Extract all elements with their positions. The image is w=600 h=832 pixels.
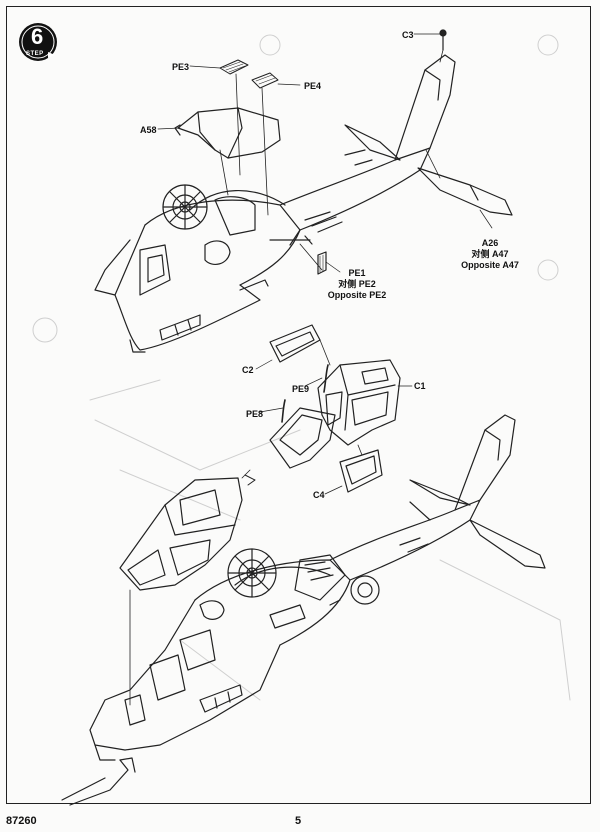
step-badge-icon <box>19 23 57 61</box>
label-a26: A26 <box>481 238 499 248</box>
page-number: 5 <box>295 815 302 827</box>
label-a26-opposite-en: Opposite A47 <box>461 260 519 270</box>
label-pe9: PE9 <box>292 384 310 394</box>
label-pe1: PE1 <box>348 268 366 278</box>
background-ghost-print <box>32 34 571 701</box>
upper-helicopter <box>94 29 513 353</box>
label-c2: C2 <box>242 365 254 375</box>
kit-code: 87260 <box>6 815 37 827</box>
label-a58: A58 <box>140 125 157 135</box>
label-pe4: PE4 <box>304 81 322 91</box>
canopy-parts <box>269 324 401 493</box>
lower-helicopter <box>61 414 546 806</box>
label-a26-opposite-cn: 对侧 A47 <box>471 249 509 259</box>
page-frame <box>6 6 591 804</box>
label-pe3: PE3 <box>172 62 190 72</box>
label-c1: C1 <box>414 381 426 391</box>
step-word: STEP <box>26 51 44 57</box>
step-number: 6 <box>31 24 44 49</box>
label-c3: C3 <box>402 30 414 40</box>
label-pe1-opposite-en: Opposite PE2 <box>327 290 387 300</box>
label-pe8: PE8 <box>246 409 264 419</box>
label-c4: C4 <box>313 490 325 500</box>
label-pe1-opposite-cn: 对侧 PE2 <box>338 279 376 289</box>
